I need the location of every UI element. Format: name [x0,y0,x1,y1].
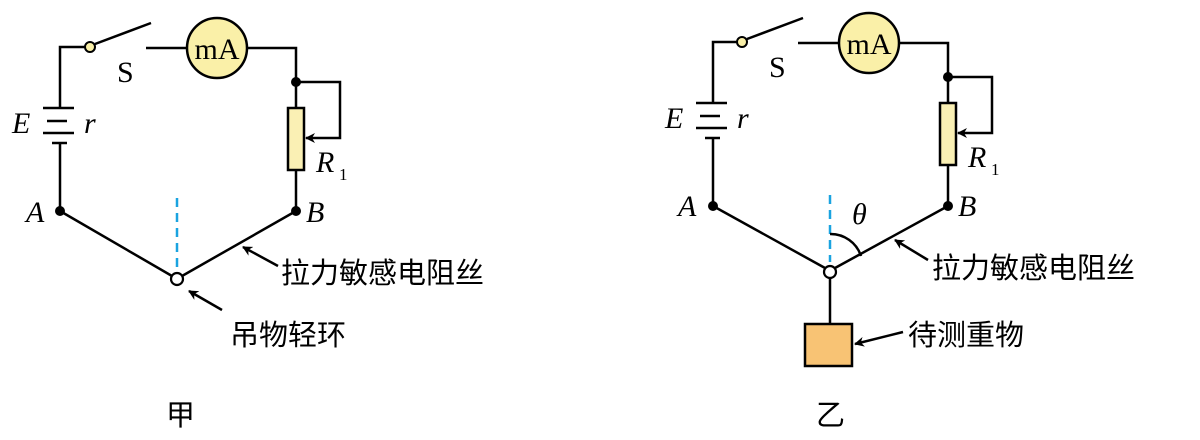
switch-pivot [736,36,748,48]
weight-label-arrow [854,330,904,347]
battery [696,101,727,140]
figure-yi: mA θ S E r R 1 A B 拉力敏感电阻丝 待测重物 乙 [664,11,1135,432]
sensitive-wire-left [59,209,173,278]
wire-left-top [58,45,85,108]
wire-right-top [247,46,298,108]
weight-block [803,322,854,368]
r1-subscript: 1 [339,165,348,184]
angle-label: θ [852,198,867,231]
internal-r-label: r [84,107,96,140]
point-a-label: A [24,196,45,229]
wire-left-top [711,40,737,103]
wire-label-arrow [894,238,929,262]
wire-label: 拉力敏感电阻丝 [932,251,1135,285]
wire-label-arrow [242,245,279,268]
weight-label: 待测重物 [908,318,1024,352]
sensitive-wire-left [712,204,826,270]
rheostat-slider [296,80,342,143]
angle-arc [829,232,863,257]
ring-label: 吊物轻环 [230,318,346,352]
wire-right-top [899,41,950,103]
emf-label: E [664,102,683,135]
meter-label: mA [847,28,892,61]
sensitive-wire-right [181,209,297,278]
figure-jia: mA S E r R 1 A B 拉力敏感电阻丝 吊物轻环 甲 [11,16,484,432]
rheostat-r1 [286,106,306,172]
point-b-label: B [306,196,324,229]
point-a-label: A [676,190,697,223]
battery [43,106,74,145]
emf-label: E [11,107,30,140]
switch-label: S [117,56,134,89]
sensitive-wire-right [834,204,949,270]
r1-label: R [315,146,334,179]
switch-blade [94,21,152,46]
ring-label-arrow [188,289,223,312]
rheostat-r1 [938,101,958,167]
point-b-label: B [958,190,976,223]
caption-yi: 乙 [816,398,845,432]
light-ring [169,271,185,287]
r1-subscript: 1 [991,160,1000,179]
wire-label: 拉力敏感电阻丝 [281,256,484,290]
meter-label: mA [195,33,240,66]
caption-jia: 甲 [166,398,195,432]
rheostat-slider [948,75,994,138]
switch-pivot [84,41,96,53]
switch-label: S [769,51,786,84]
r1-label: R [967,141,986,174]
light-ring [822,264,838,280]
internal-r-label: r [737,102,749,135]
switch-blade [746,16,804,41]
